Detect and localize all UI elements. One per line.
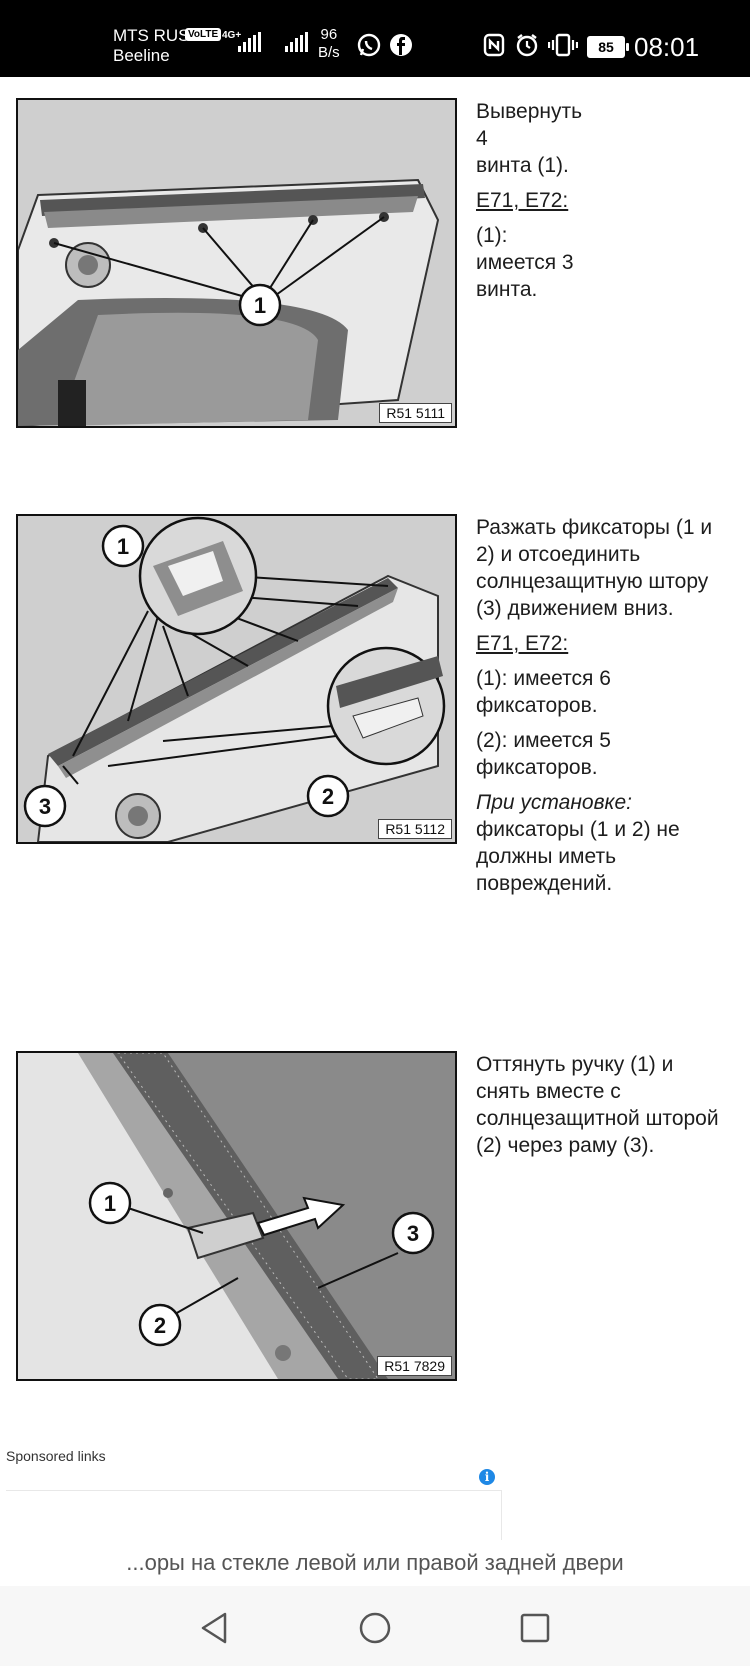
network-speed: 96 B/s <box>318 26 340 62</box>
step-3-text: Оттянуть ручку (1) и снять вместе с солн… <box>476 1051 726 1167</box>
install-text: фиксаторы (1 и 2) не должны иметь повреж… <box>476 818 680 895</box>
install-label: При установке: <box>476 791 632 814</box>
volte-badge: VoLTE <box>185 28 222 41</box>
speed-unit: B/s <box>318 44 340 61</box>
vibrate-icon <box>548 33 578 57</box>
alarm-icon <box>516 34 538 57</box>
step-1-line: винта (1). <box>476 154 569 177</box>
callout-label: 1 <box>254 293 266 318</box>
network-type: 4G+ <box>222 30 242 41</box>
step-2-text: Разжать фиксаторы (1 и 2) и отсоединить … <box>476 514 726 905</box>
whatsapp-icon <box>357 33 381 57</box>
home-icon[interactable] <box>355 1608 395 1648</box>
step-1-line: Вывернуть <box>476 100 583 123</box>
callout-label: 2 <box>322 784 334 809</box>
step-1-illustration: 1 R51 5111 <box>16 98 457 428</box>
callout-1 <box>101 524 145 568</box>
figure-code: R51 5111 <box>379 403 452 423</box>
callout-label: 3 <box>407 1221 419 1246</box>
figure-code: R51 7829 <box>377 1356 452 1376</box>
signal-icon <box>285 32 308 52</box>
step-3-instruction: Оттянуть ручку (1) и снять вместе с солн… <box>476 1053 719 1157</box>
speed-value: 96 <box>320 26 338 43</box>
recents-icon[interactable] <box>515 1608 555 1648</box>
nfc-icon <box>483 33 505 57</box>
back-icon[interactable] <box>195 1608 235 1648</box>
next-article-link[interactable]: ...оры на стекле левой или правой задней… <box>0 1540 750 1585</box>
callout-label: 2 <box>154 1313 166 1338</box>
carrier-info: MTS RUS Beeline <box>113 26 190 66</box>
model-link[interactable]: E71, E72: <box>476 189 569 212</box>
callout-label: 1 <box>117 534 129 559</box>
facebook-icon <box>390 34 412 56</box>
step-2-illustration: 1 2 3 R51 5112 <box>16 514 457 844</box>
info-icon[interactable]: i <box>479 1469 495 1485</box>
callout-1 <box>88 1181 132 1225</box>
signal-icon <box>238 32 261 52</box>
status-bar: MTS RUS Beeline VoLTE 4G+ 96 B/s 85 08: <box>0 0 750 77</box>
sponsored-label: Sponsored links <box>6 1448 106 1464</box>
ad-container[interactable] <box>6 1490 502 1541</box>
step-2-note-1: (1): имеется 6 фиксаторов. <box>476 667 611 717</box>
callout-3 <box>23 784 67 828</box>
callout-label: 1 <box>104 1191 116 1216</box>
model-link[interactable]: E71, E72: <box>476 632 569 655</box>
step-1-note-line: (1): <box>476 224 508 247</box>
callout-2 <box>138 1303 182 1347</box>
step-1-text: Вывернуть 4 винта (1). E71, E72: (1): им… <box>476 98 726 311</box>
figure-code: R51 5112 <box>378 819 452 839</box>
callout-2 <box>306 774 350 818</box>
battery-icon: 85 <box>587 36 629 58</box>
step-1-note-line: винта. <box>476 278 538 301</box>
callout-1 <box>238 283 282 327</box>
carrier-primary: MTS RUS <box>113 26 190 45</box>
callout-3 <box>391 1211 435 1255</box>
step-2-note-2: (2): имеется 5 фиксаторов. <box>476 729 611 779</box>
navigation-bar <box>0 1586 750 1666</box>
clock: 08:01 <box>634 32 700 62</box>
carrier-secondary: Beeline <box>113 46 170 65</box>
step-3-illustration: 1 2 3 R51 7829 <box>16 1051 457 1381</box>
step-2-instruction: Разжать фиксаторы (1 и 2) и отсоединить … <box>476 516 713 620</box>
step-1-note-line: имеется 3 <box>476 251 574 274</box>
callout-label: 3 <box>39 794 51 819</box>
step-1-line: 4 <box>476 127 488 150</box>
